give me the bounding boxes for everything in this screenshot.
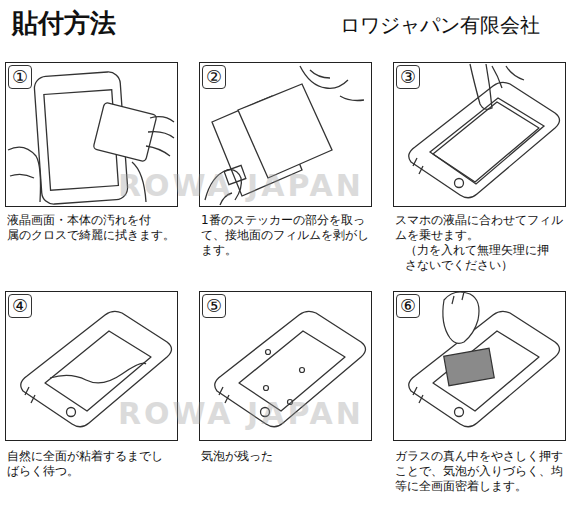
step-panel: ⑥ ガラスの真ん中をやさしく押す ことで、気泡が入りづらく、均 等に全画面密着しま… (393, 291, 566, 511)
step-number: ⑤ (202, 294, 226, 318)
film (430, 98, 544, 184)
step-number: ④ (8, 294, 32, 318)
film (238, 84, 332, 178)
cloth (93, 102, 157, 162)
hand (8, 147, 41, 202)
step-caption: 気泡が残った (201, 449, 372, 464)
panel-6-art (443, 292, 494, 386)
watermark: ROWA JAPAN (118, 168, 364, 203)
bubble (264, 386, 269, 391)
step-caption: （力を入れて無理矢理に押 さないでください） (395, 243, 566, 273)
step-caption: 自然に全面が粘着するまでし ばらく待つ。 (7, 449, 178, 479)
film-label (444, 348, 495, 386)
step-number: ⑥ (396, 294, 420, 318)
caption-block: 液晶画面・本体の汚れを付 属のクロスで綺麗に拭きます。 (7, 213, 178, 243)
hand (300, 66, 364, 101)
step-caption: ガラスの真ん中をやさしく押す ことで、気泡が入りづらく、均 等に全画面密着します… (395, 449, 566, 494)
company-name: ロワジャパン有限会社 (340, 12, 540, 39)
step-panel: ③ スマホの液晶に合わせてフィル ムを乗せます。（力を入れて無理矢理に押 さないで… (393, 62, 566, 275)
watermark: ROWA JAPAN (118, 396, 364, 431)
step-number: ① (8, 65, 32, 89)
caption-block: 1番のステッカーの部分を取っ て、接地面のフィルムを剥がし ます。 (201, 213, 372, 258)
caption-block: スマホの液晶に合わせてフィル ムを乗せます。（力を入れて無理矢理に押 さないでく… (395, 213, 566, 273)
caption-block: ガラスの真ん中をやさしく押す ことで、気泡が入りづらく、均 等に全画面密着します… (395, 449, 566, 494)
step-number: ③ (396, 65, 420, 89)
caption-block: 気泡が残った (201, 449, 372, 464)
step-caption: 液晶画面・本体の汚れを付 属のクロスで綺麗に拭きます。 (7, 213, 178, 243)
phone (409, 82, 560, 197)
hand (443, 292, 479, 343)
step-number: ② (202, 65, 226, 89)
panel-3-art (430, 64, 544, 184)
page-title: 貼付方法 (12, 6, 116, 40)
step-caption: スマホの液晶に合わせてフィル ムを乗せます。 (395, 213, 566, 243)
bubble (300, 368, 305, 373)
hand (470, 64, 524, 109)
phone (409, 311, 560, 426)
bubble (266, 350, 271, 355)
caption-block: 自然に全面が粘着するまでし ばらく待つ。 (7, 449, 178, 479)
adhesion-line (50, 363, 146, 383)
step-caption: 1番のステッカーの部分を取っ て、接地面のフィルムを剥がし ます。 (201, 213, 372, 258)
